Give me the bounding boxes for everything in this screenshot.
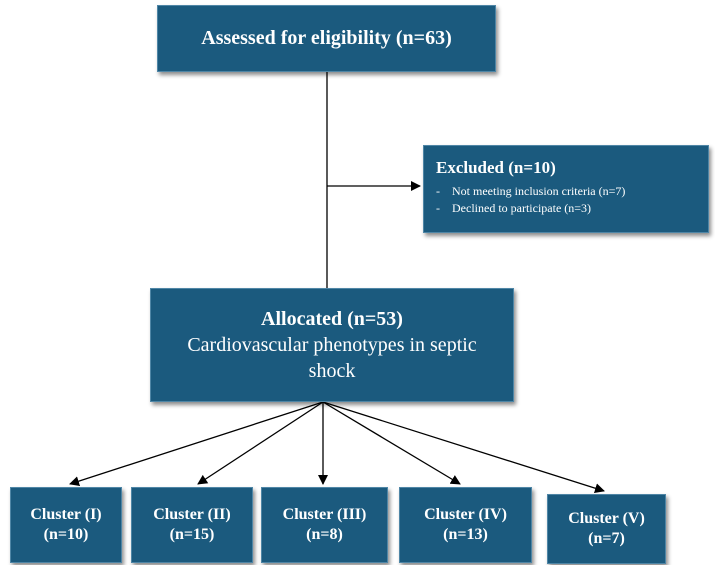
cluster-count: (n=10) (43, 526, 89, 543)
allocated-count: (n=53) (347, 308, 403, 330)
excluded-reasons-list: Not meeting inclusion criteria (n=7) Dec… (436, 183, 625, 217)
cluster-name: Cluster (I) (30, 506, 102, 523)
allocated-heading: Allocated (n=53) (261, 306, 403, 332)
cluster-name: Cluster (III) (282, 506, 367, 523)
cluster-name: Cluster (V) (568, 510, 645, 527)
cluster-box-4: Cluster (IV) (n=13) (399, 487, 532, 563)
eligibility-line: Assessed for eligibility (n=63) (201, 27, 451, 50)
cluster-count: (n=8) (306, 526, 343, 543)
cluster-name: Cluster (IV) (424, 506, 507, 523)
excluded-box: Excluded (n=10) Not meeting inclusion cr… (423, 145, 709, 233)
eligibility-box: Assessed for eligibility (n=63) (157, 5, 496, 72)
excluded-reason: Declined to participate (n=3) (452, 200, 625, 217)
excluded-reason: Not meeting inclusion criteria (n=7) (452, 183, 625, 200)
excluded-title: Excluded (n=10) (436, 158, 556, 177)
cluster-count: (n=15) (169, 526, 215, 543)
cluster-count: (n=13) (443, 526, 488, 543)
cluster-box-2: Cluster (II) (n=15) (131, 487, 253, 563)
cluster-box-3: Cluster (III) (n=8) (261, 487, 388, 563)
eligibility-count: (n=63) (395, 27, 452, 49)
cluster-name: Cluster (II) (153, 506, 231, 523)
allocated-description: Cardiovascular phenotypes in septic shoc… (187, 334, 477, 382)
cluster-box-1: Cluster (I) (n=10) (10, 487, 122, 563)
arrow-to-cluster-5 (322, 401, 605, 494)
arrow-to-cluster-4 (322, 401, 461, 485)
cluster-count: (n=7) (588, 530, 625, 547)
allocated-label: Allocated (261, 308, 343, 330)
cluster-box-5: Cluster (V) (n=7) (547, 494, 666, 564)
eligibility-label: Assessed for eligibility (201, 27, 391, 49)
arrow-to-cluster-1 (69, 401, 324, 486)
arrow-to-cluster-2 (197, 401, 324, 485)
allocated-box: Allocated (n=53) Cardiovascular phenotyp… (150, 288, 514, 402)
